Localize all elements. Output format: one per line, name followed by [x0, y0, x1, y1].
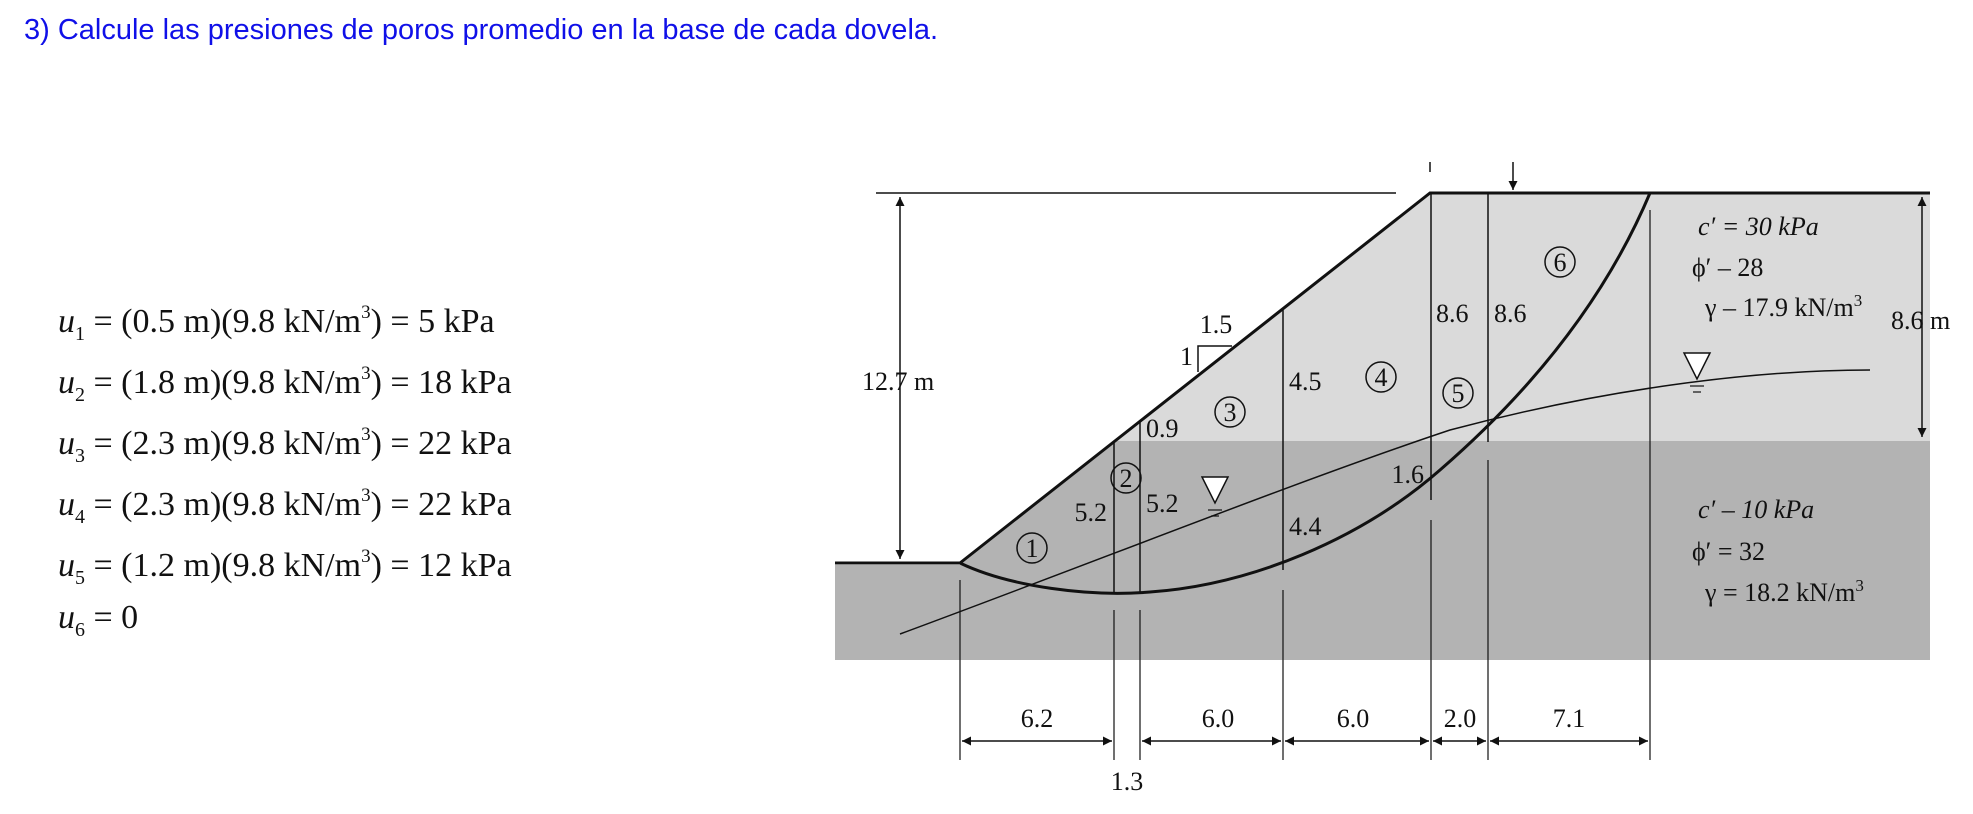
- lower-soil-friction: ϕ′ = 32: [1692, 537, 1765, 566]
- eq-subscript: 1: [75, 323, 85, 345]
- eq-subscript: 6: [75, 619, 85, 641]
- upper-soil-layer: [1117, 193, 1930, 441]
- eq-variable: u: [58, 303, 75, 340]
- failure-surface-arc: [959, 192, 1652, 595]
- eq-result: 22: [418, 486, 453, 523]
- eq-variable: u: [58, 425, 75, 462]
- lower-soil-layer: [835, 441, 1930, 660]
- eq-variable: u: [58, 364, 75, 401]
- eq-variable: u: [58, 486, 75, 523]
- eq-result: 18: [418, 364, 453, 401]
- slice-height-label: 5.2: [1075, 498, 1108, 527]
- water-table-symbol: [1682, 352, 1712, 381]
- eq-head: 0.5: [132, 303, 176, 340]
- upper-soil-unit-weight: γ – 17.9 kN/m3: [1704, 291, 1862, 322]
- eq-unit-kpa: kPa: [460, 364, 512, 401]
- slice-height-label: 8.6: [1436, 299, 1469, 328]
- problem-title: 3) Calcule las presiones de poros promed…: [24, 14, 939, 46]
- equation-row: u2 = (1.8 m)(9.8 kN/m3) = 18 kPa: [58, 363, 512, 406]
- eq-head: 2.3: [132, 486, 176, 523]
- eq-result: = 0: [93, 599, 139, 636]
- equation-row: u4 = (2.3 m)(9.8 kN/m3) = 22 kPa: [58, 485, 512, 528]
- eq-result: 22: [418, 425, 453, 462]
- equation-row: u3 = (2.3 m)(9.8 kN/m3) = 22 kPa: [58, 424, 512, 467]
- eq-result: 12: [418, 547, 453, 584]
- total-height-label: 12.7 m: [862, 367, 934, 396]
- slope-ratio-triangle: [1197, 345, 1232, 372]
- width-label-small: 1.3: [1111, 767, 1144, 796]
- eq-unit-weight: 9.8 kN/m: [232, 364, 362, 401]
- phreatic-line: [899, 369, 1871, 635]
- slice-number-1: 1: [1026, 534, 1039, 563]
- equation-row: u6 = 0: [58, 587, 512, 648]
- eq-subscript: 3: [75, 445, 85, 467]
- equation-row: u1 = (0.5 m)(9.8 kN/m3) = 5 kPa: [58, 302, 495, 345]
- slice-height-label: 0.9: [1146, 414, 1179, 443]
- eq-head: 1.8: [132, 364, 176, 401]
- slope-ratio-v: 1: [1180, 342, 1193, 371]
- eq-exponent: 3: [361, 485, 371, 506]
- eq-unit-kpa: kPa: [443, 303, 495, 340]
- slice-circle: [1214, 396, 1246, 428]
- slope-ratio-h: 1.5: [1200, 310, 1233, 339]
- eq-subscript: 5: [75, 567, 85, 589]
- slice-number-5: 5: [1452, 379, 1465, 408]
- width-label: 6.0: [1337, 704, 1370, 733]
- width-label: 6.0: [1202, 704, 1235, 733]
- pore-pressure-equations: u1 = (0.5 m)(9.8 kN/m3) = 5 kPa u2 = (1.…: [58, 282, 512, 648]
- slice-circle: [1016, 532, 1048, 564]
- eq-unit-weight: 9.8 kN/m: [232, 547, 362, 584]
- slice-number-2: 2: [1120, 464, 1133, 493]
- slice-height-label: 5.2: [1146, 489, 1179, 518]
- upper-soil-cohesion: c′ = 30 kPa: [1698, 212, 1819, 241]
- slice-height-label: 4.5: [1289, 367, 1322, 396]
- eq-subscript: 2: [75, 384, 85, 406]
- eq-exponent: 3: [361, 424, 371, 445]
- slice-number-6: 6: [1554, 248, 1567, 277]
- eq-unit-m: m: [183, 425, 210, 462]
- slice-circle: [1110, 462, 1142, 494]
- eq-unit-weight: 9.8 kN/m: [232, 425, 362, 462]
- ground-surface-line: [835, 191, 1930, 565]
- eq-variable: u: [58, 599, 75, 636]
- slice-number-3: 3: [1224, 398, 1237, 427]
- slice-height-label: 4.4: [1289, 512, 1322, 541]
- eq-unit-weight: 9.8 kN/m: [232, 486, 362, 523]
- eq-exponent: 3: [361, 546, 371, 567]
- slice-circle: [1442, 377, 1474, 409]
- width-label: 7.1: [1553, 704, 1586, 733]
- eq-unit-kpa: kPa: [460, 425, 512, 462]
- eq-unit-m: m: [183, 486, 210, 523]
- eq-unit-m: m: [183, 303, 210, 340]
- slice-height-label: 8.6: [1494, 299, 1527, 328]
- eq-head: 1.2: [132, 547, 176, 584]
- eq-result: 5: [418, 303, 436, 340]
- upper-height-label: 8.6 m: [1891, 306, 1950, 335]
- eq-unit-m: m: [183, 547, 210, 584]
- eq-unit-weight: 9.8 kN/m: [232, 303, 362, 340]
- eq-head: 2.3: [132, 425, 176, 462]
- width-label: 6.2: [1021, 704, 1054, 733]
- slice-circle: [1544, 246, 1576, 278]
- eq-subscript: 4: [75, 506, 85, 528]
- upper-soil-friction: ϕ′ – 28: [1692, 253, 1763, 282]
- equation-row: u5 = (1.2 m)(9.8 kN/m3) = 12 kPa: [58, 546, 512, 589]
- slice-circle: [1365, 361, 1397, 393]
- eq-unit-m: m: [183, 364, 210, 401]
- slice-number-4: 4: [1375, 363, 1388, 392]
- water-table-symbol: [1200, 476, 1230, 505]
- lower-soil-unit-weight: γ = 18.2 kN/m3: [1704, 576, 1864, 607]
- eq-exponent: 3: [361, 302, 371, 323]
- eq-exponent: 3: [361, 363, 371, 384]
- slice-height-label: 1.6: [1392, 460, 1425, 489]
- eq-unit-kpa: kPa: [460, 486, 512, 523]
- eq-variable: u: [58, 547, 75, 584]
- lower-soil-cohesion: c′ – 10 kPa: [1698, 495, 1814, 524]
- eq-unit-kpa: kPa: [460, 547, 512, 584]
- width-label: 2.0: [1444, 704, 1477, 733]
